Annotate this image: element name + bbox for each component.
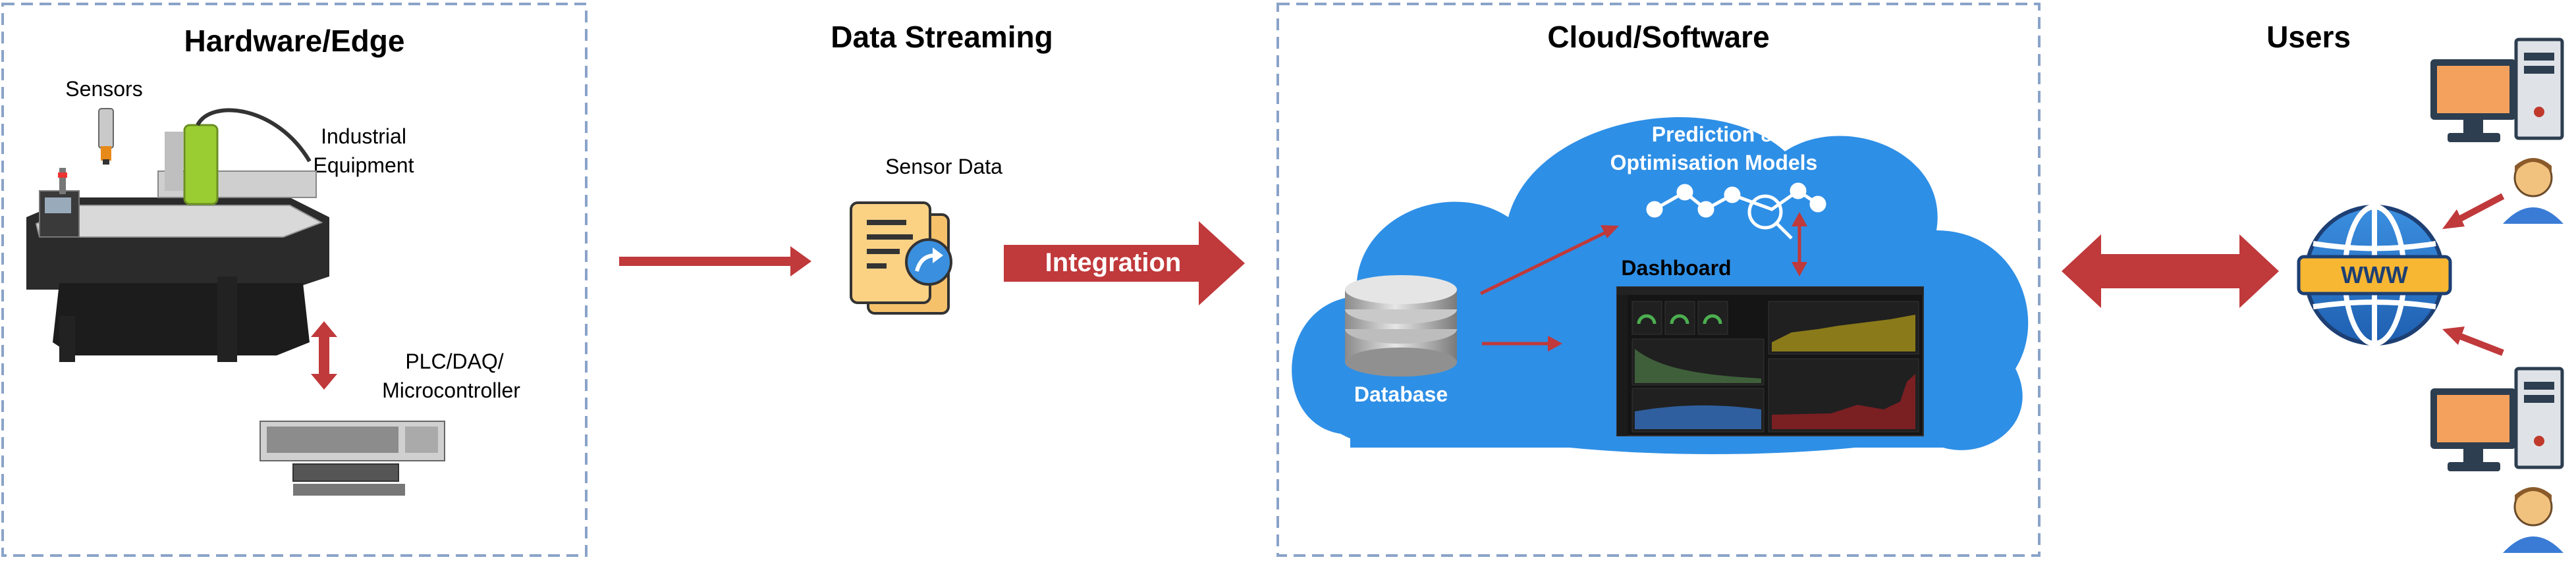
prediction-models-label-line1: Prediction &	[1652, 122, 1776, 146]
sensor-icon	[98, 108, 114, 165]
document-share-icon	[850, 201, 952, 315]
daq-hardware-icon	[260, 421, 445, 496]
cnc-machine-icon	[26, 108, 329, 362]
bidirectional-arrow-vertical	[311, 321, 337, 390]
integration-label: Integration	[1045, 248, 1182, 277]
globe-www-icon	[2297, 204, 2452, 346]
sensors-label: Sensors	[65, 77, 142, 101]
arrow-hardware-to-streaming	[619, 246, 811, 276]
plc-label-line1: PLC/DAQ/	[405, 350, 503, 373]
user-icon-top	[2503, 158, 2563, 224]
arrow-database-to-models	[1479, 225, 1619, 296]
arrow-models-dashboard	[1792, 212, 1807, 276]
cloud-software-title: Cloud/Software	[1547, 20, 1769, 54]
integration-arrow	[1004, 221, 1245, 305]
arrow-user-bottom-to-globe	[2442, 326, 2504, 356]
hardware-edge-box	[1, 3, 588, 557]
data-streaming-title: Data Streaming	[831, 20, 1053, 54]
industrial-equipment-label-line1: Industrial	[321, 124, 406, 148]
www-label: WWW	[2341, 261, 2408, 288]
user-icon-bottom	[2503, 487, 2563, 553]
dashboard-screenshot	[1616, 286, 1924, 436]
bidirectional-arrow-cloud-users	[2062, 234, 2279, 308]
arrow-database-to-dashboard	[1482, 336, 1562, 351]
database-icon	[1345, 275, 1457, 377]
arrow-user-top-to-globe	[2442, 193, 2505, 229]
users-title: Users	[2266, 20, 2351, 54]
cloud-software-box	[1276, 3, 2041, 557]
sensor-data-label: Sensor Data	[885, 155, 1002, 178]
industrial-equipment-label-line2: Equipment	[314, 153, 414, 177]
plc-label-line2: Microcontroller	[382, 378, 520, 402]
hardware-edge-title: Hardware/Edge	[184, 24, 405, 58]
prediction-models-label-line2: Optimisation Models	[1610, 151, 1818, 174]
network-model-icon	[1646, 182, 1826, 240]
computer-icon-top	[2430, 38, 2564, 142]
computer-icon-bottom	[2430, 367, 2564, 471]
dashboard-label: Dashboard	[1621, 256, 1731, 280]
database-label: Database	[1354, 382, 1448, 406]
